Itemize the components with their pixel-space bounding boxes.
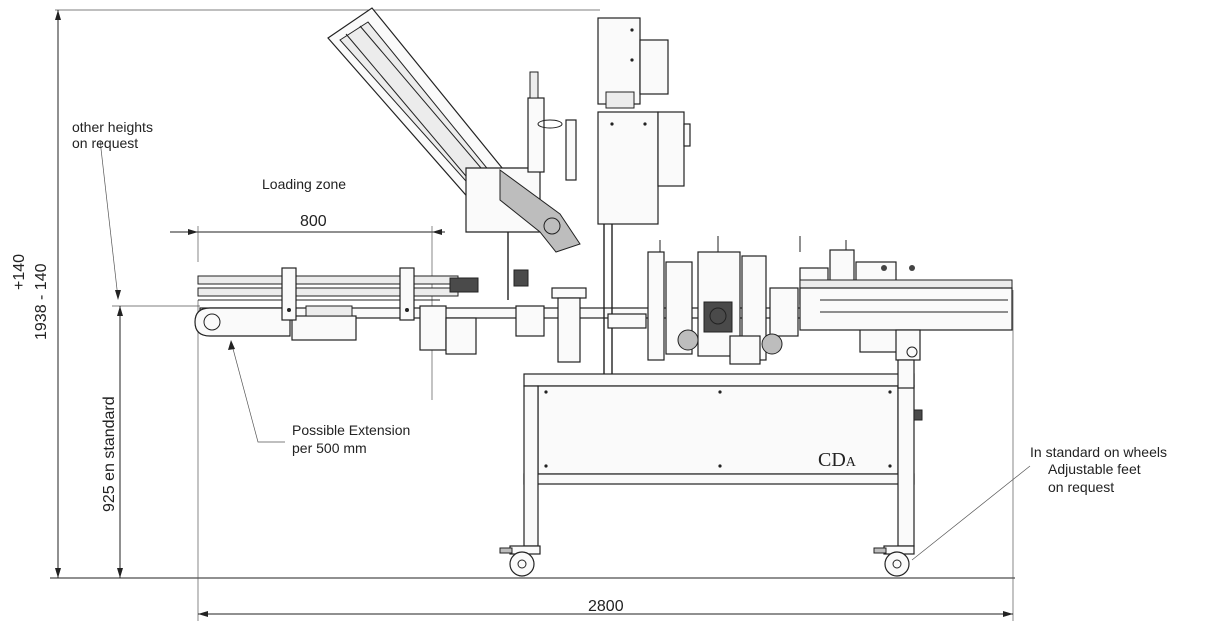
extension-note-line2: per 500 mm (292, 440, 367, 456)
wheels (499, 545, 915, 577)
heights-note-line2: on request (72, 135, 138, 151)
sensor-block (769, 287, 799, 337)
frame-bottom-rail (523, 473, 915, 485)
height-range-label: 1938 - 140 (33, 263, 50, 340)
wheels-leader-line (911, 465, 1031, 561)
arrow-down-icon (117, 568, 123, 578)
outfeed-conveyor (799, 279, 1013, 361)
arrow-right-icon (188, 229, 198, 235)
labels: other heights on request Loading zone 80… (11, 119, 1167, 615)
main-frame: CDA (523, 359, 923, 547)
loading-chute (327, 7, 581, 300)
arrow-down-icon (115, 290, 121, 300)
brand-logo-main: CD (818, 449, 846, 471)
wheels-note-line3: on request (1048, 479, 1114, 495)
wheel-right-icon (884, 551, 910, 577)
frame-leg-left (523, 385, 539, 547)
labelling-head (597, 17, 691, 375)
height-plus-label: +140 (11, 254, 28, 290)
loading-length-label: 800 (300, 213, 327, 230)
wheels-note-line2: Adjustable feet (1048, 461, 1141, 477)
arrow-left-icon (198, 611, 208, 617)
wheel-left-icon (509, 551, 535, 577)
brand-logo-small: A (846, 455, 857, 470)
arrow-down-icon (55, 568, 61, 578)
arrow-up-icon (228, 340, 235, 350)
upper-housing (597, 17, 641, 105)
svg-text:CDA: CDA (818, 449, 857, 471)
machine: CDA (194, 7, 1013, 577)
arrow-up-icon (117, 306, 123, 316)
motor (445, 317, 477, 355)
handwheel-icon (537, 119, 563, 129)
frame-leg-right (897, 385, 915, 547)
motor (729, 335, 761, 365)
wheels-note-line1: In standard on wheels (1030, 444, 1167, 460)
frame-panel (537, 385, 899, 475)
heights-note-line1: other heights (72, 119, 153, 135)
total-length-label: 2800 (588, 598, 624, 615)
conveyor-end-plate (194, 307, 291, 337)
main-housing (597, 111, 659, 225)
frame-top-rail (523, 373, 915, 387)
heights-leader-line (99, 139, 119, 299)
controller-box (291, 315, 357, 341)
conveyor-height-label: 925 en standard (101, 396, 118, 512)
arrow-right-icon (1003, 611, 1013, 617)
extension-note-line1: Possible Extension (292, 422, 410, 438)
infeed-conveyor (194, 267, 1001, 355)
arrow-up-icon (55, 10, 61, 20)
extension-leader-line (231, 344, 285, 443)
loading-zone-label: Loading zone (262, 176, 346, 192)
arrow-left-icon (432, 229, 442, 235)
